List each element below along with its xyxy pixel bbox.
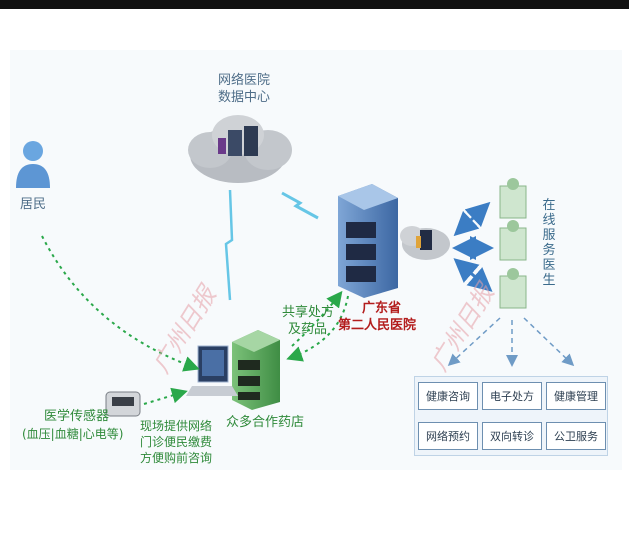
doctor-icon xyxy=(499,178,527,219)
cloud-label-line2: 数据中心 xyxy=(218,90,271,105)
resident-label: 居民 xyxy=(20,197,47,212)
hospital-label-line1: 广东省 xyxy=(362,301,402,316)
wireless-link-icon xyxy=(281,191,319,220)
computer-icon xyxy=(186,345,238,396)
service-arrow xyxy=(447,317,501,367)
service-arrow xyxy=(523,317,575,367)
onsite-label-line3: 方便购前咨询 xyxy=(140,451,213,465)
share-label-line2: 及药品 xyxy=(288,322,328,337)
doctors-vertical-label: 在线服务医生 xyxy=(542,198,556,288)
top-bar xyxy=(0,0,629,9)
sensor-label-line1: 医学传感器 xyxy=(44,409,110,424)
pharmacy-label: 众多合作药店 xyxy=(226,415,305,430)
service-box: 双向转诊 xyxy=(482,422,542,450)
hospital-to-pharmacy-link xyxy=(286,295,349,362)
share-label-line1: 共享处方 xyxy=(282,305,335,320)
resident-person-icon xyxy=(16,141,50,188)
service-box: 公卫服务 xyxy=(546,422,606,450)
pharmacy-to-hospital-link xyxy=(291,290,343,347)
sensor-device-icon xyxy=(105,391,141,417)
link-arrow xyxy=(453,201,491,237)
sensor-label-line2: (血压|血糖|心电等) xyxy=(22,427,124,441)
onsite-label-line2: 门诊便民缴费 xyxy=(140,435,213,449)
wireless-link-icon xyxy=(224,189,234,301)
link-arrow xyxy=(453,258,493,292)
cloud-label-line1: 网络医院 xyxy=(218,73,271,88)
server-cloud-icon xyxy=(400,226,450,260)
doctor-icon xyxy=(499,268,527,309)
doctor-icon xyxy=(499,220,527,261)
service-box: 网络预约 xyxy=(418,422,478,450)
sensor-to-computer-link xyxy=(143,387,188,405)
data-center-cloud-icon xyxy=(188,115,292,183)
service-box: 健康管理 xyxy=(546,382,606,410)
onsite-label-line1: 现场提供网络 xyxy=(140,419,213,433)
service-box: 电子处方 xyxy=(482,382,542,410)
pharmacy-building-icon xyxy=(232,330,280,410)
hospital-building-icon xyxy=(338,184,398,298)
service-box: 健康咨询 xyxy=(418,382,478,410)
hospital-label-line2: 第二人民医院 xyxy=(338,318,417,333)
